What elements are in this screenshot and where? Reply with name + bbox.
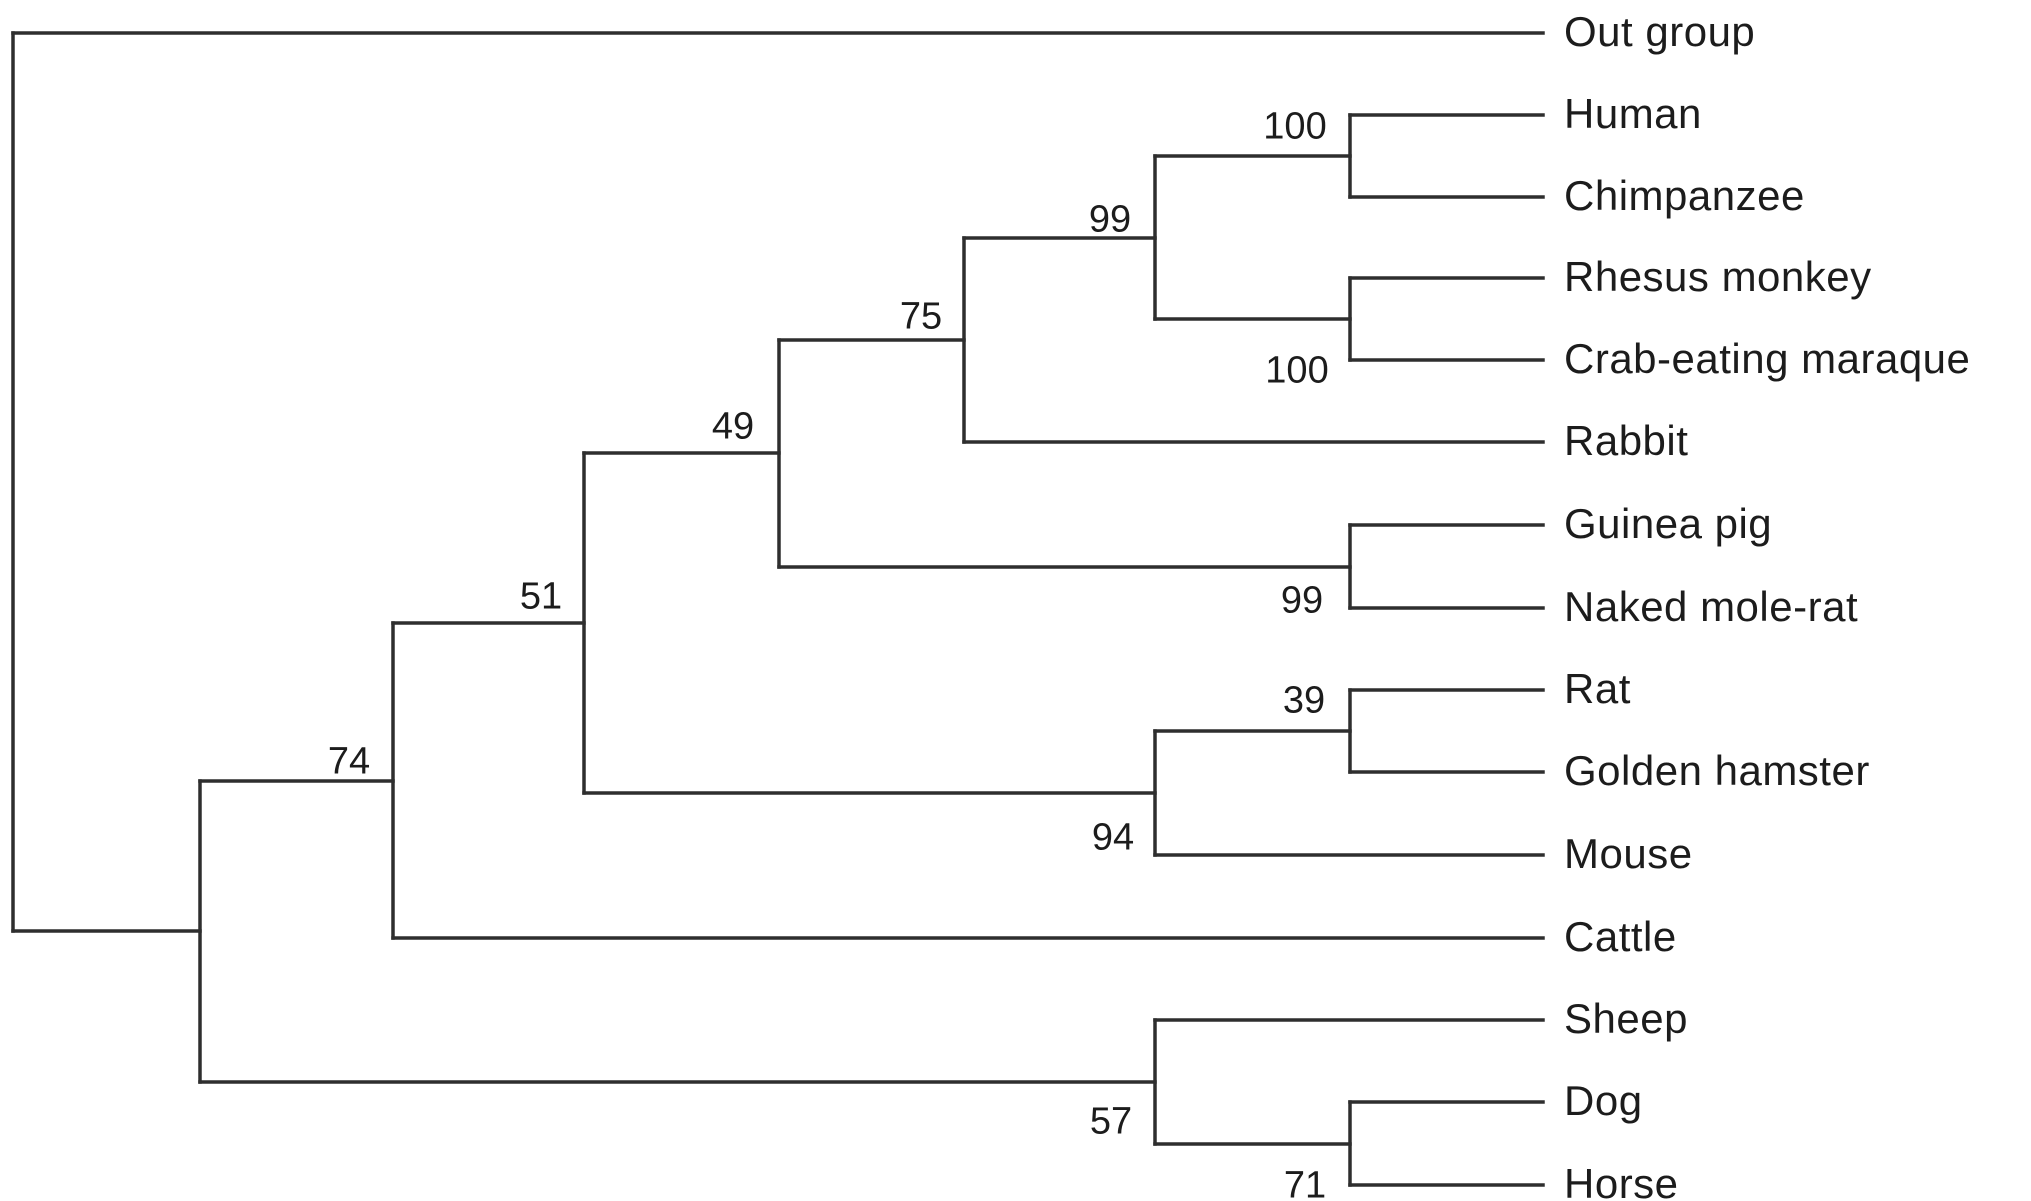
taxon-label-crab-eating-maraque: Crab-eating maraque — [1564, 335, 1971, 383]
bootstrap-value-dog-horse: 71 — [1283, 1164, 1327, 1201]
taxon-label-rhesus-monkey: Rhesus monkey — [1564, 253, 1872, 301]
taxon-label-chimpanzee: Chimpanzee — [1564, 172, 1805, 220]
bootstrap-value-primates-rabbit-caviomorphs: 49 — [711, 405, 755, 448]
bootstrap-value-muroid-rodents: 94 — [1091, 816, 1135, 859]
taxon-label-sheep: Sheep — [1564, 995, 1688, 1043]
bootstrap-value-sheep-dog-horse: 57 — [1089, 1100, 1133, 1143]
bootstrap-value-all-but-cattle-carnivores: 51 — [519, 575, 563, 618]
taxon-label-horse: Horse — [1564, 1160, 1679, 1201]
bootstrap-value-guinea-naked: 99 — [1280, 579, 1324, 622]
taxon-label-mouse: Mouse — [1564, 830, 1693, 878]
bootstrap-value-human-chimpanzee: 100 — [1263, 105, 1327, 148]
bootstrap-value-rhesus-crab: 100 — [1265, 349, 1329, 392]
bootstrap-value-clade-with-cattle: 74 — [327, 740, 371, 783]
bootstrap-value-rat-hamster: 39 — [1282, 679, 1326, 722]
taxon-label-golden-hamster: Golden hamster — [1564, 747, 1870, 795]
taxon-label-cattle: Cattle — [1564, 913, 1677, 961]
taxon-label-out-group: Out group — [1564, 8, 1756, 56]
taxon-label-dog: Dog — [1564, 1077, 1643, 1125]
taxon-label-guinea-pig: Guinea pig — [1564, 500, 1773, 548]
bootstrap-value-great-apes-plus-monkeys: 99 — [1088, 198, 1132, 241]
taxon-label-rabbit: Rabbit — [1564, 417, 1689, 465]
bootstrap-value-primates-plus-rabbit: 75 — [899, 295, 943, 338]
taxon-label-rat: Rat — [1564, 665, 1631, 713]
taxon-label-human: Human — [1564, 90, 1702, 138]
taxon-label-naked-mole-rat: Naked mole-rat — [1564, 583, 1859, 631]
